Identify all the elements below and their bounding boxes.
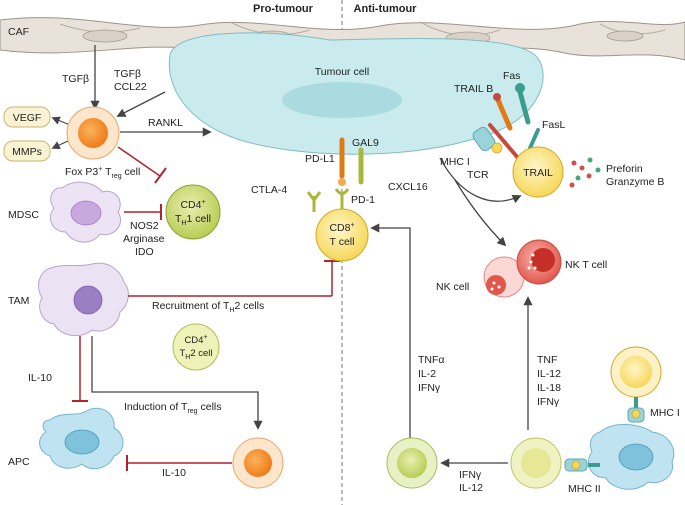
checkpoint-molecules: PD-L1 GAL9 CTLA-4 PD-1 bbox=[251, 137, 379, 212]
ido-label: IDO bbox=[135, 246, 154, 258]
cxcl16-label: CXCL16 bbox=[388, 181, 428, 193]
vegf-box: VEGF bbox=[3, 106, 51, 128]
cxcl16-to-nk-arrow bbox=[454, 179, 507, 247]
caf-label: CAF bbox=[8, 26, 29, 38]
nkt-cell: NK T cell bbox=[516, 239, 607, 285]
nk-cell-label: NK cell bbox=[436, 281, 469, 293]
svg-text:CD8+: CD8+ bbox=[329, 222, 354, 234]
ctla4-label: CTLA-4 bbox=[251, 184, 287, 196]
mhc1-right-label: MHC I bbox=[650, 407, 680, 419]
cd4-th2-cell: CD4+ TH2 cell bbox=[172, 323, 220, 371]
tgfb-label: TGFβ bbox=[62, 73, 89, 85]
svg-text:TH2 cell: TH2 cell bbox=[179, 348, 212, 361]
apc-cell: APC bbox=[8, 407, 124, 470]
cxcl16-to-trail-arrow bbox=[439, 157, 522, 204]
trail-effector-cell: TRAIL bbox=[512, 146, 564, 198]
recruitment-label: Recruitment of TH2 cells bbox=[152, 300, 264, 314]
trail-label: TRAIL bbox=[523, 167, 553, 179]
nos2-label: NOS2 bbox=[130, 220, 159, 232]
trail-b-label: TRAIL B bbox=[454, 83, 493, 95]
apc-right bbox=[588, 424, 675, 490]
tam-label: TAM bbox=[8, 295, 29, 307]
treg-to-mmps-arrow bbox=[51, 139, 71, 149]
fas-label: Fas bbox=[503, 70, 521, 82]
mmps-label: MMPs bbox=[12, 146, 42, 158]
cd4-th1-cell: CD4+ TH1 cell bbox=[165, 184, 221, 240]
tgfb-ccl22-label-1: TGFβ bbox=[114, 68, 141, 80]
induction-label: Induction of Treg cells bbox=[124, 401, 222, 415]
granzyme-label: Granzyme B bbox=[606, 176, 664, 188]
svg-text:TH1 cell: TH1 cell bbox=[175, 213, 211, 227]
treg-to-vegf-arrow bbox=[51, 116, 71, 126]
vegf-label: VEGF bbox=[13, 112, 42, 124]
preforin-label: Preforin bbox=[606, 163, 643, 175]
pd1-label: PD-1 bbox=[351, 194, 375, 206]
apc-label: APC bbox=[8, 456, 30, 468]
gal9-label: GAL9 bbox=[352, 137, 379, 149]
mdsc-cell: MDSC bbox=[8, 181, 122, 243]
mhc1-top-receptor bbox=[472, 126, 496, 152]
pro-tumour-header: Pro-tumour bbox=[253, 3, 314, 15]
arginase-label: Arginase bbox=[123, 233, 165, 245]
il18-label: IL-18 bbox=[537, 382, 561, 394]
fasl-label: FasL bbox=[542, 119, 566, 131]
mdsc-label: MDSC bbox=[8, 209, 39, 221]
trail-fas-complex: TRAIL B Fas FasL MHC I TCR bbox=[440, 70, 566, 181]
tnfa-to-cd8-arrow bbox=[370, 223, 411, 438]
cd4-cell-bottom-right bbox=[510, 437, 562, 489]
il12-label-2: IL-12 bbox=[459, 482, 483, 494]
il12-label-1: IL-12 bbox=[537, 368, 561, 380]
treg-cell: Fox P3+ Treg cell bbox=[65, 106, 140, 180]
svg-text:T cell: T cell bbox=[330, 236, 355, 248]
mhc2-label: MHC II bbox=[568, 483, 601, 495]
mmps-box: MMPs bbox=[3, 140, 51, 162]
treg-label: Fox P3+ Treg cell bbox=[65, 166, 140, 180]
nk-cell: NK cell bbox=[436, 256, 525, 298]
svg-text:CD4+: CD4+ bbox=[180, 199, 205, 211]
treg-inhibits-th1 bbox=[117, 146, 161, 177]
tumour-cell: Tumour cell bbox=[168, 32, 544, 155]
ifng-label-1: IFNγ bbox=[418, 382, 441, 394]
tgfb-ccl22-label-2: CCL22 bbox=[114, 81, 147, 93]
th1-cell-bottom bbox=[386, 437, 438, 489]
ctla4-receptor bbox=[306, 191, 322, 212]
tumour-cell-label: Tumour cell bbox=[315, 66, 369, 78]
ifng-label-3: IFNγ bbox=[459, 469, 482, 481]
nkt-cell-label: NK T cell bbox=[565, 259, 607, 271]
cd8-t-cell: CD8+ T cell bbox=[315, 208, 369, 262]
cytotoxic-granules bbox=[569, 157, 601, 188]
il10-vertical-label: IL-10 bbox=[28, 372, 52, 384]
mhc2-complex: MHC II bbox=[564, 458, 601, 495]
il2-label: IL-2 bbox=[418, 368, 436, 380]
svg-text:CD4+: CD4+ bbox=[184, 334, 207, 346]
anti-tumour-header: Anti-tumour bbox=[354, 3, 418, 15]
tumour-to-treg-arrow bbox=[116, 91, 166, 117]
tnf-label: TNF bbox=[537, 354, 557, 366]
cd8-t-cell-right: MHC I bbox=[610, 346, 680, 423]
mhc1-top-label: MHC I bbox=[440, 156, 470, 168]
tnfa-label: TNFα bbox=[418, 354, 444, 366]
il10-horizontal-label: IL-10 bbox=[162, 467, 186, 479]
tam-cell: TAM bbox=[8, 262, 129, 337]
rankl-label: RANKL bbox=[148, 117, 183, 129]
tcr-label: TCR bbox=[467, 169, 489, 181]
ifng-label-2: IFNγ bbox=[537, 396, 560, 408]
pd-l1-label: PD-L1 bbox=[305, 153, 335, 165]
treg-cell-bottom bbox=[232, 437, 284, 489]
induction-arrow bbox=[91, 336, 263, 430]
